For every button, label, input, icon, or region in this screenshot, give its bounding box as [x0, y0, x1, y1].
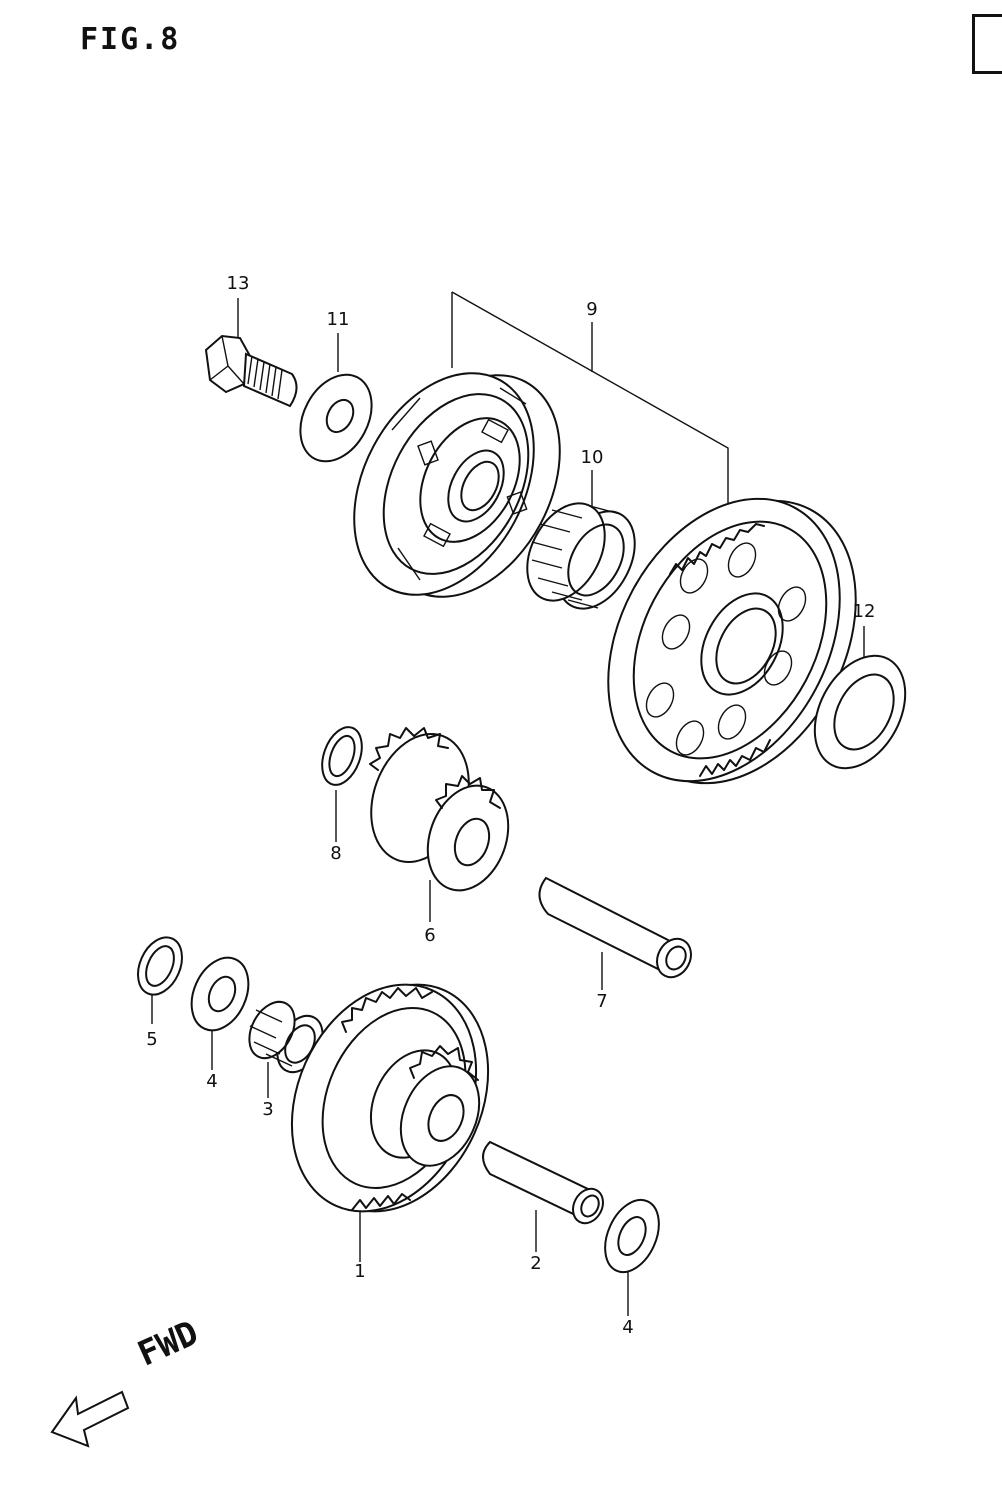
callout-4-right: 4 [622, 1317, 634, 1338]
part-8-circlip [321, 726, 363, 786]
callout-8: 8 [330, 843, 342, 864]
callout-13: 13 [226, 273, 250, 294]
fwd-arrow-icon [50, 1390, 130, 1448]
part-4-washer-right [604, 1198, 660, 1274]
part-5-circlip [137, 936, 183, 996]
callout-9: 9 [586, 299, 598, 320]
part-7-idle-shaft [538, 876, 692, 979]
part-2-reduction-shaft [482, 1140, 604, 1225]
callout-1: 1 [354, 1261, 366, 1282]
part-13-bolt [204, 334, 298, 408]
callout-12: 12 [852, 601, 876, 622]
callout-10: 10 [580, 447, 604, 468]
leader-lines [151, 291, 865, 1316]
callout-11: 11 [326, 309, 350, 330]
corner-frame-mark [972, 14, 1002, 74]
callout-5: 5 [146, 1029, 158, 1050]
part-1-reduction-gear [290, 983, 490, 1213]
figure-title: FIG.8 [80, 22, 181, 57]
callout-6: 6 [424, 925, 436, 946]
part-10-needle-bearing [526, 502, 636, 610]
part-6-idle-gear [369, 727, 510, 892]
part-9-driven-gear [607, 497, 857, 785]
callout-3: 3 [262, 1099, 274, 1120]
part-11-washer [299, 373, 373, 463]
callout-2: 2 [530, 1253, 542, 1274]
part-12-washer [813, 654, 907, 770]
part-9-clutch-assembly [353, 372, 561, 598]
callout-4-left: 4 [206, 1071, 218, 1092]
callout-7: 7 [596, 991, 608, 1012]
part-4-washer-left [190, 956, 250, 1032]
